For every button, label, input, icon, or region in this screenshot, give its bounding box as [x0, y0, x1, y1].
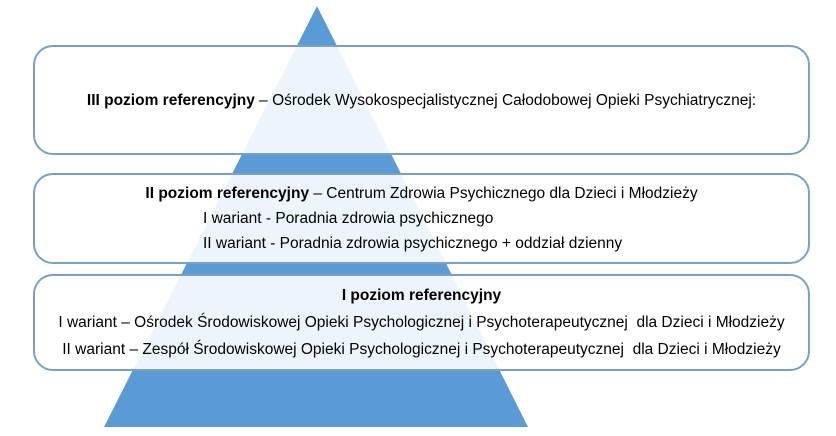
level-3-description: – Ośrodek Wysokospecjalistycznej Całodob…: [254, 91, 757, 109]
level-2-variant-2-line: II wariant - Poradnia zdrowia psychiczne…: [203, 235, 623, 252]
level-3-heading: III poziom referencyjny: [86, 91, 255, 109]
level-2-heading-line: II poziom referencyjny – Centrum Zdrowia…: [35, 181, 808, 206]
level-1-heading: I poziom referencyjny: [341, 287, 502, 304]
level-2-box: II poziom referencyjny – Centrum Zdrowia…: [33, 173, 810, 264]
level-2-variant-1-line: I wariant - Poradnia zdrowia psychiczneg…: [203, 210, 494, 227]
level-3-heading-line: III poziom referencyjny – Ośrodek Wysoko…: [35, 90, 808, 111]
level-1-variant-2-line: II wariant – Zespół Środowiskowej Opieki…: [62, 341, 781, 358]
level-1-variant-1-line: I wariant – Ośrodek Środowiskowej Opieki…: [58, 314, 785, 331]
level-2-heading: II poziom referencyjny: [145, 185, 310, 202]
level-1-box: I poziom referencyjny I wariant – Ośrode…: [33, 274, 810, 371]
level-1-heading-line: I poziom referencyjny: [35, 282, 808, 309]
level-3-box: III poziom referencyjny – Ośrodek Wysoko…: [33, 45, 810, 155]
level-2-description: – Centrum Zdrowia Psychicznego dla Dziec…: [309, 185, 698, 202]
